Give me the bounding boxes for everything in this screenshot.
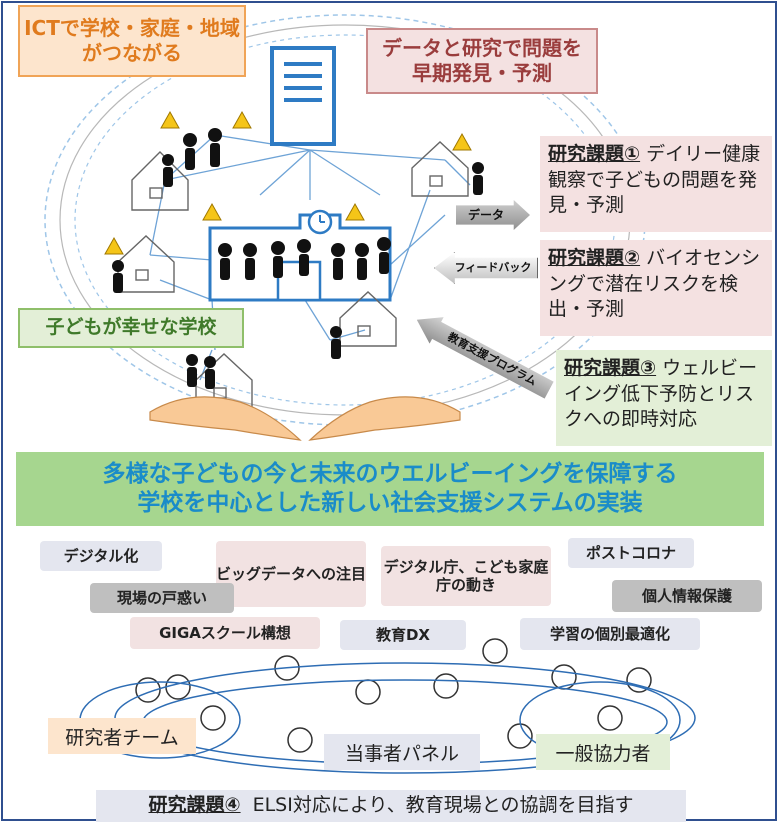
tag-postcorona: ポストコロナ [568, 538, 694, 568]
tag-bigdata: ビッグデータへの注目 [216, 541, 366, 607]
ict-connect-box: ICTで学校・家庭・地域がつながる [18, 5, 246, 77]
tag-agency: デジタル庁、こども家庭庁の動き [381, 546, 551, 606]
research-1-box: 研究課題① デイリー健康観察で子どもの問題を発見・予測 [540, 136, 772, 232]
data-research-box: データと研究で問題を早期発見・予測 [366, 28, 598, 94]
research-3-box: 研究課題③ ウェルビーイング低下予防とリスクへの即時対応 [556, 350, 772, 446]
research-2-box: 研究課題② バイオセンシングで潜在リスクを検出・予測 [540, 240, 772, 336]
tag-giga: GIGAスクール構想 [130, 617, 320, 649]
tag-dx: 教育DX [340, 620, 466, 650]
tag-individual: 学習の個別最適化 [520, 618, 700, 650]
tag-privacy: 個人情報保護 [612, 580, 762, 612]
main-goal-banner: 多様な子どもの今と未来のウエルビーイングを保障する 学校を中心とした新しい社会支… [16, 452, 764, 526]
group-panel: 当事者パネル [324, 734, 480, 770]
tag-digital: デジタル化 [40, 541, 162, 571]
group-collaborators: 一般協力者 [536, 734, 670, 770]
happy-school-box: 子どもが幸せな学校 [18, 308, 244, 348]
group-researchers: 研究者チーム [48, 718, 196, 754]
tag-confusion: 現場の戸惑い [90, 583, 234, 613]
